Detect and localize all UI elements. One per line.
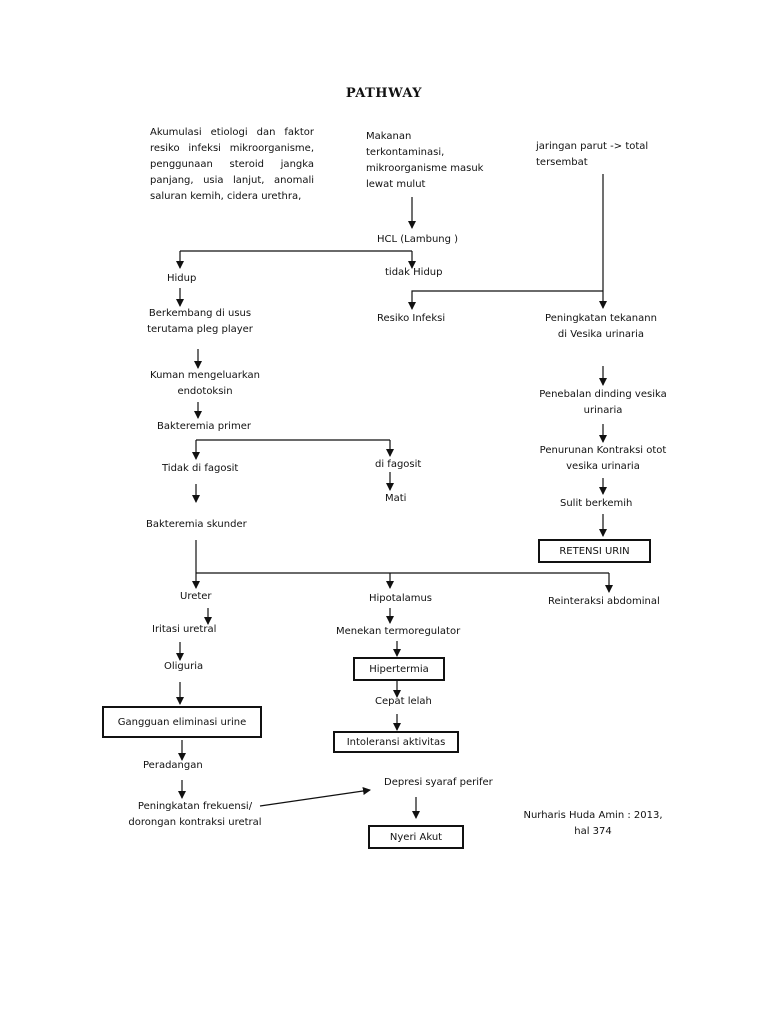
node-resiko-infeksi: Resiko Infeksi xyxy=(377,313,446,324)
node-bakteremia-primer: Bakteremia primer xyxy=(157,421,251,432)
node-akumulasi: Akumulasi etiologi dan faktor resiko inf… xyxy=(150,127,314,202)
reference-citation: Nurharis Huda Amin : 2013, hal 374 xyxy=(523,810,663,837)
diagnosis-retensi-urin: RETENSI URIN xyxy=(538,539,651,563)
node-bakteremia-skunder: Bakteremia skunder xyxy=(146,519,247,530)
node-hipotalamus: Hipotalamus xyxy=(369,593,433,604)
node-iritasi: Iritasi uretral xyxy=(152,624,217,635)
node-sulit-berkemih: Sulit berkemih xyxy=(560,498,633,509)
node-di-fagosit: di fagosit xyxy=(375,459,422,470)
node-kuman: Kuman mengeluarkan endotoksin xyxy=(150,370,260,397)
page-title: PATHWAY xyxy=(345,86,423,101)
node-hidup: Hidup xyxy=(167,273,197,284)
node-tidak-hidup: tidak Hidup xyxy=(385,267,443,278)
diagnosis-intoleransi-aktivitas: Intoleransi aktivitas xyxy=(333,731,459,753)
node-reinteraksi: Reinteraksi abdominal xyxy=(548,596,660,607)
diagnosis-nyeri-akut: Nyeri Akut xyxy=(368,825,464,849)
node-mati: Mati xyxy=(385,493,407,504)
node-cepat-lelah: Cepat lelah xyxy=(375,696,432,707)
node-tidak-di-fagosit: Tidak di fagosit xyxy=(162,463,239,474)
node-peradangan: Peradangan xyxy=(143,760,203,771)
node-makanan: Makanan terkontaminasi, mikroorganisme m… xyxy=(366,131,484,190)
arrow-to-resiko-infeksi xyxy=(408,290,603,310)
node-penurunan-kontraksi: Penurunan Kontraksi otot vesika urinaria xyxy=(539,445,667,472)
node-hcl: HCL (Lambung ) xyxy=(377,234,459,245)
node-penebalan: Penebalan dinding vesika urinaria xyxy=(539,389,667,416)
node-berkembang: Berkembang di usus terutama pleg player xyxy=(147,308,253,335)
node-jaringan-parut: jaringan parut -> total tersembat xyxy=(536,141,649,168)
arrow-peningkatan-depresi xyxy=(259,787,371,807)
node-peningkatan-tekanan: Peningkatan tekanann di Vesika urinaria xyxy=(545,313,657,340)
node-ureter: Ureter xyxy=(180,591,212,602)
diagnosis-hipertermia: Hipertermia xyxy=(353,657,445,681)
node-peningkatan-frekuensi: Peningkatan frekuensi/ dorongan kontraks… xyxy=(128,801,262,828)
node-menekan: Menekan termoregulator xyxy=(336,626,461,637)
node-oliguria: Oliguria xyxy=(164,661,204,672)
diagnosis-gangguan-eliminasi: Gangguan eliminasi urine xyxy=(102,706,262,738)
node-depresi: Depresi syaraf perifer xyxy=(384,777,493,788)
